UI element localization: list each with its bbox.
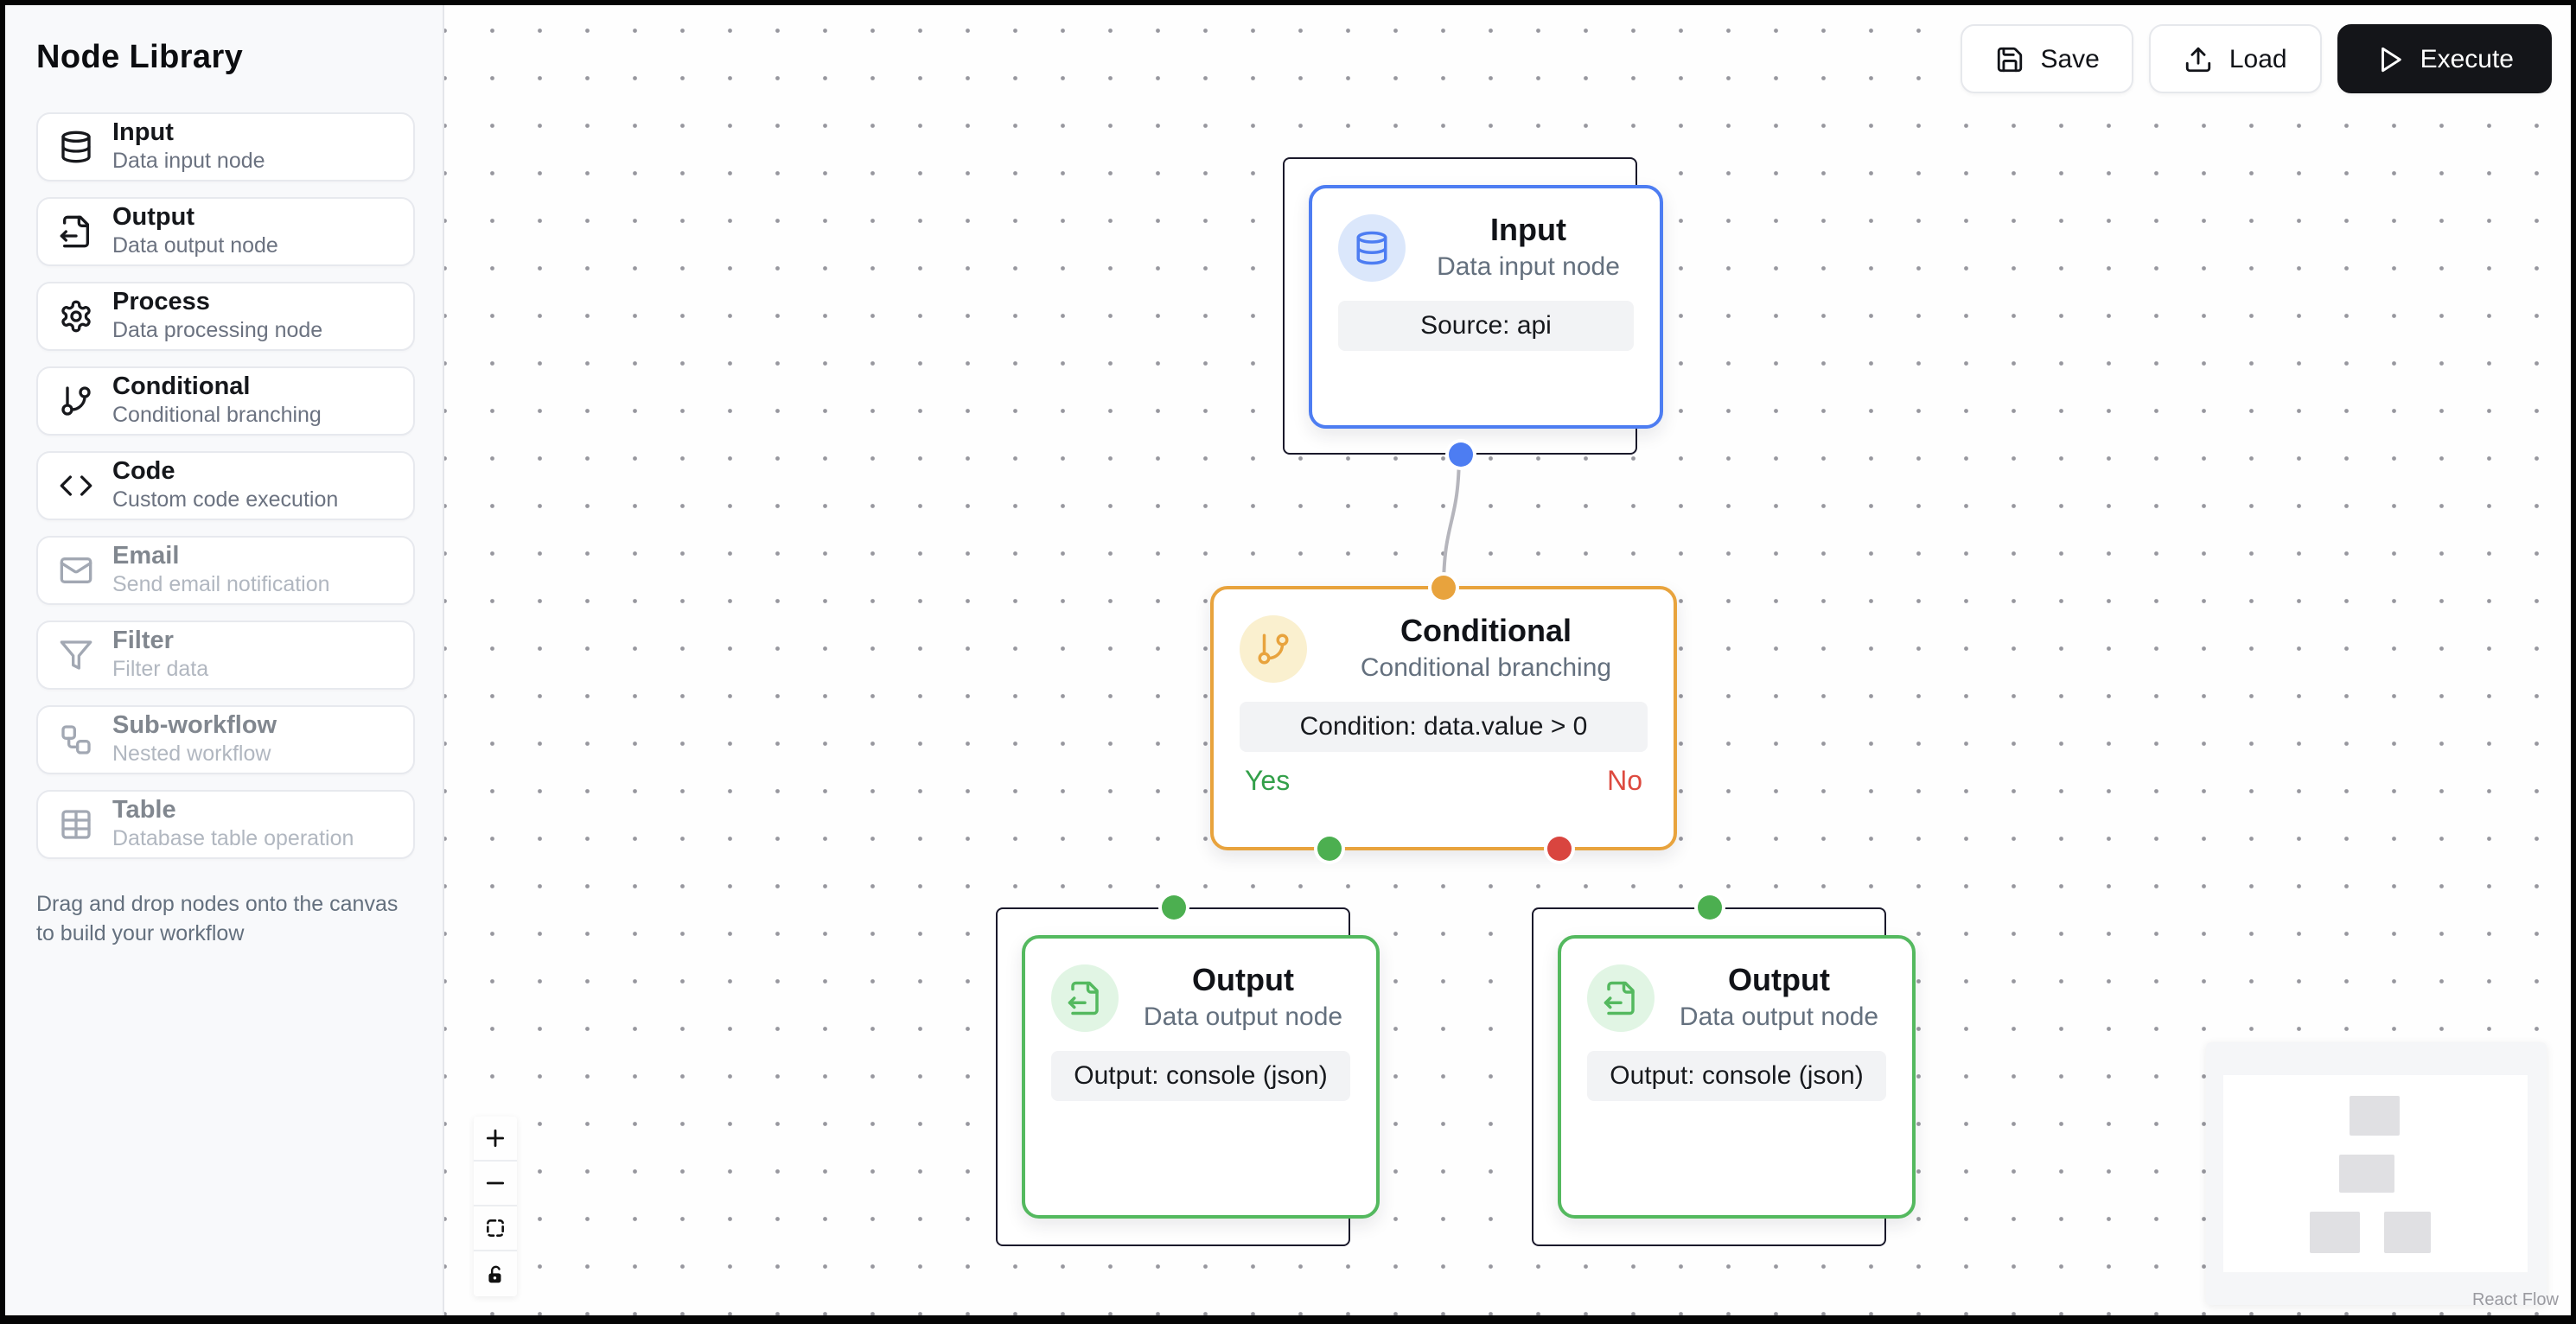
node-title: Output [1192,963,1294,997]
file-output-icon [59,214,93,249]
handle-source-no[interactable] [1546,837,1571,861]
git-branch-icon [59,384,93,418]
execute-button-label: Execute [2420,44,2514,73]
handle-target-output-1[interactable] [1161,895,1185,920]
sidebar-item-code[interactable]: Code Custom code execution [36,451,415,520]
react-flow-attribution-link[interactable]: React Flow [2471,1291,2559,1310]
sidebar-item-description: Data output node [112,233,278,258]
sidebar-item-process[interactable]: Process Data processing node [36,282,415,351]
sidebar-item-description: Database table operation [112,826,354,850]
flow-node-input[interactable]: Input Data input node Source: api [1283,157,1663,467]
node-title: Input [1490,213,1566,247]
code-icon [59,468,93,503]
sidebar-item-input[interactable]: Input Data input node [36,112,415,181]
flow-node-output-1-card: Output Data output node Output: console … [1022,935,1380,1219]
node-detail: Source: api [1338,301,1634,351]
minus-icon [484,1172,507,1194]
sidebar-item-conditional[interactable]: Conditional Conditional branching [36,366,415,436]
sidebar-item-label: Conditional [112,373,251,401]
sidebar-item-filter: Filter Filter data [36,621,415,690]
sidebar-item-label: Code [112,458,175,486]
edge-input-to-conditional[interactable] [1442,450,1461,590]
flow-node-output-2-card: Output Data output node Output: console … [1558,935,1916,1219]
sidebar-item-description: Data processing node [112,318,323,342]
minimap[interactable] [2206,1042,2547,1305]
handle-target-conditional[interactable] [1431,576,1456,600]
node-subtitle: Data input node [1437,252,1620,282]
fit-view-button[interactable] [474,1206,517,1251]
sidebar-item-description: Send email notification [112,572,330,596]
file-output-icon [1587,964,1655,1031]
sidebar-item-email: Email Send email notification [36,536,415,605]
database-icon [59,130,93,164]
execute-button[interactable]: Execute [2337,24,2552,93]
lock-toggle-button[interactable] [474,1251,517,1296]
handle-source-input[interactable] [1448,442,1472,467]
plus-icon [484,1127,507,1149]
sidebar-item-description: Filter data [112,657,209,681]
save-button-label: Save [2040,44,2100,73]
sidebar-item-label: Filter [112,627,174,655]
sidebar-item-label: Email [112,543,180,570]
load-button[interactable]: Load [2149,24,2322,93]
node-subtitle: Data output node [1679,1003,1879,1032]
flow-node-output-1[interactable]: Output Data output node Output: console … [996,895,1380,1246]
sidebar-item-description: Custom code execution [112,487,339,512]
node-subtitle: Data output node [1143,1003,1343,1032]
filter-icon [59,638,93,672]
node-detail: Output: console (json) [1051,1051,1350,1101]
table-icon [59,807,93,842]
save-button[interactable]: Save [1961,24,2134,93]
database-icon [1338,213,1406,281]
node-title: Output [1728,963,1830,997]
file-output-icon [1051,964,1119,1031]
node-library-sidebar: Node Library Input Data input node Outpu… [5,5,444,1315]
canvas-controls [474,1117,517,1296]
sidebar-item-output[interactable]: Output Data output node [36,197,415,266]
fit-view-icon [484,1217,507,1239]
flow-node-input-card: Input Data input node Source: api [1309,185,1663,429]
sidebar-item-description: Data input node [112,149,265,173]
unlock-icon [484,1263,507,1285]
sidebar-item-label: Input [112,119,174,147]
workflow-icon [59,722,93,757]
sidebar-item-table: Table Database table operation [36,790,415,859]
gear-icon [59,299,93,334]
upload-icon [2184,44,2214,73]
branch-yes-label: Yes [1245,767,1291,797]
minimap-node [2310,1212,2360,1253]
sidebar-title: Node Library [36,40,244,76]
branch-no-label: No [1607,767,1642,797]
zoom-in-button[interactable] [474,1117,517,1162]
node-title: Conditional [1400,614,1572,648]
zoom-out-button[interactable] [474,1162,517,1206]
sidebar-hint-text: Drag and drop nodes onto the canvas to b… [36,892,399,945]
sidebar-item-sub-workflow: Sub-workflow Nested workflow [36,705,415,774]
flow-node-conditional[interactable]: Conditional Conditional branching Condit… [1210,576,1677,861]
node-subtitle: Conditional branching [1360,653,1612,683]
minimap-node [2384,1212,2431,1253]
flow-node-output-2[interactable]: Output Data output node Output: console … [1532,895,1916,1246]
canvas-toolbar: Save Load Execute [1961,24,2552,93]
mail-icon [59,553,93,588]
sidebar-item-label: Sub-workflow [112,712,277,740]
flow-canvas[interactable]: Input Data input node Source: api Condit… [444,5,2571,1315]
handle-target-output-2[interactable] [1697,895,1721,920]
minimap-node [2350,1096,2400,1136]
sidebar-item-description: Conditional branching [112,403,322,427]
node-detail: Output: console (json) [1587,1051,1886,1101]
load-button-label: Load [2228,44,2287,73]
play-icon [2375,44,2405,73]
sidebar-item-label: Output [112,204,195,232]
sidebar-item-description: Nested workflow [112,742,271,766]
sidebar-item-label: Table [112,797,176,824]
git-branch-icon [1240,614,1307,682]
node-detail: Condition: data.value > 0 [1240,702,1648,752]
save-icon [1995,44,2024,73]
edge-layer [1442,450,1461,590]
minimap-node [2339,1155,2394,1193]
handle-source-yes[interactable] [1317,837,1341,861]
sidebar-item-label: Process [112,289,210,316]
